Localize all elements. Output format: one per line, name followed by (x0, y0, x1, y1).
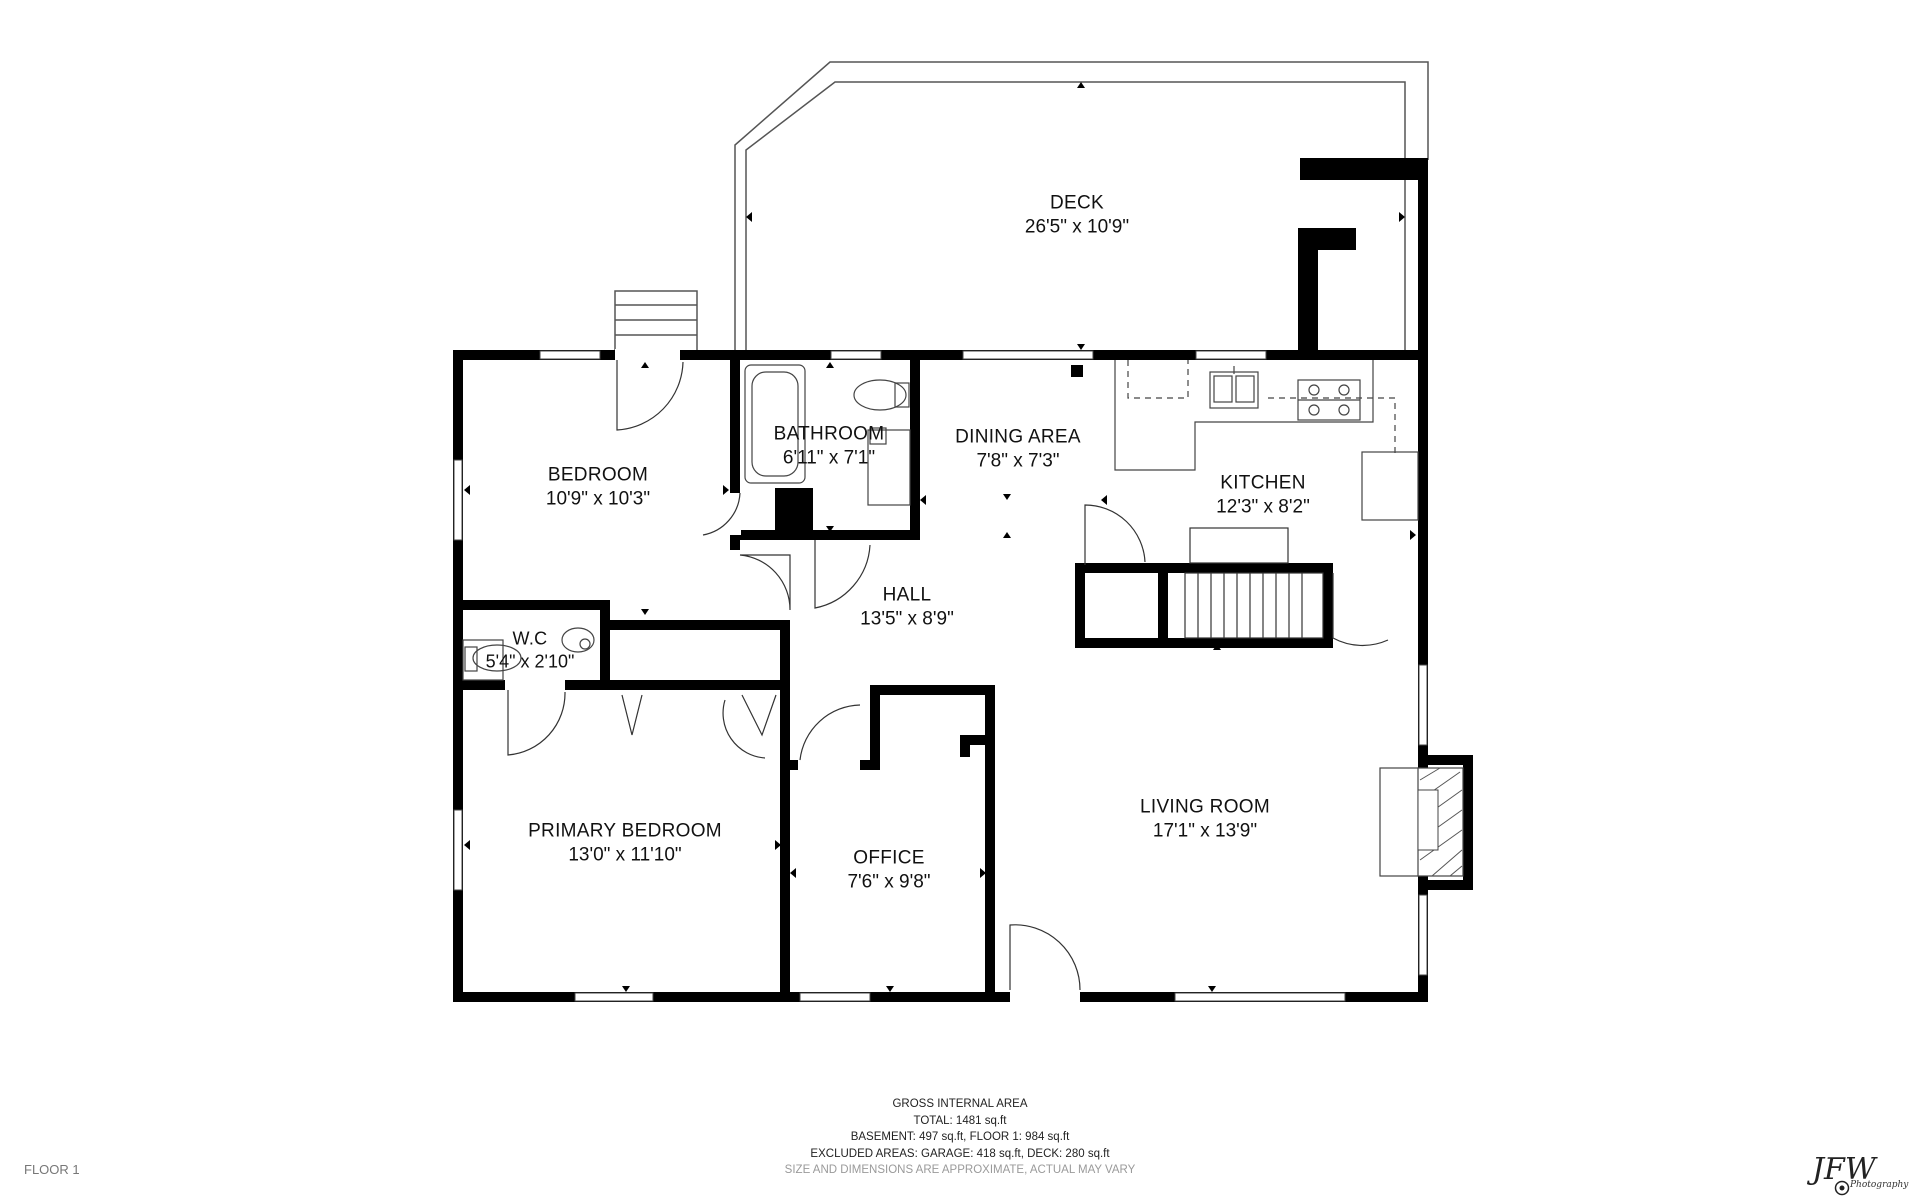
area-total: TOTAL: 1481 sq.ft (913, 1114, 1007, 1127)
room-label-living-room: LIVING ROOM 17'1" x 13'9" (1140, 795, 1270, 843)
room-name: LIVING ROOM (1140, 796, 1270, 818)
room-dimensions: 5'4" x 2'10" (485, 651, 575, 671)
room-label-office: OFFICE 7'6" x 9'8" (847, 846, 930, 894)
area-title: GROSS INTERNAL AREA (892, 1098, 1028, 1110)
bathroom-fixtures (744, 364, 911, 506)
room-label-dining-area: DINING AREA 7'8" x 7'3" (955, 425, 1081, 473)
room-dimensions: 7'6" x 9'8" (847, 871, 931, 892)
deck-stairs (614, 290, 698, 352)
door-swings (507, 360, 1389, 991)
room-dimensions: 10'9" x 10'3" (545, 488, 651, 509)
room-name: BEDROOM (547, 464, 649, 486)
camera-lens-icon (1834, 1180, 1850, 1196)
room-label-deck: DECK 26'5" x 10'9" (1025, 191, 1129, 239)
gross-internal-area-summary: GROSS INTERNAL AREA TOTAL: 1481 sq.ft BA… (785, 1096, 1136, 1179)
room-name: KITCHEN (1220, 472, 1306, 494)
room-name: DECK (1049, 192, 1104, 214)
room-dimensions: 6'11" x 7'1" (782, 447, 876, 468)
exterior-walls (453, 158, 1473, 1002)
room-label-wc: W.C 5'4" x 2'10" (486, 628, 575, 673)
room-name: HALL (882, 584, 932, 606)
staircase (1184, 527, 1324, 639)
room-dimensions: 17'1" x 13'9" (1152, 820, 1258, 841)
fireplace (1379, 767, 1464, 877)
room-name: OFFICE (853, 847, 925, 869)
kitchen-fixtures (1114, 360, 1419, 521)
room-name: DINING AREA (955, 426, 1081, 448)
room-label-primary-bedroom: PRIMARY BEDROOM 13'0" x 11'10" (528, 819, 722, 867)
room-dimensions: 13'0" x 11'10" (568, 844, 682, 865)
floor-label: FLOOR 1 (24, 1162, 80, 1177)
area-floors: BASEMENT: 497 sq.ft, FLOOR 1: 984 sq.ft (850, 1131, 1070, 1143)
room-label-bathroom: BATHROOM 6'11" x 7'1" (774, 422, 885, 470)
room-name: BATHROOM (773, 423, 885, 445)
room-dimensions: 26'5" x 10'9" (1024, 216, 1130, 237)
room-label-hall: HALL 13'5" x 8'9" (860, 583, 954, 631)
room-dimensions: 12'3" x 8'2" (1216, 496, 1310, 517)
area-disclaimer: SIZE AND DIMENSIONS ARE APPROXIMATE, ACT… (784, 1164, 1136, 1176)
area-excluded: EXCLUDED AREAS: GARAGE: 418 sq.ft, DECK:… (810, 1147, 1110, 1160)
logo-subtitle: Photography (1850, 1180, 1909, 1190)
interior-walls (453, 350, 1333, 1002)
room-dimensions: 7'8" x 7'3" (976, 450, 1060, 471)
room-dimensions: 13'5" x 8'9" (860, 608, 954, 629)
room-name: W.C (512, 628, 548, 649)
wc-fixtures (462, 627, 595, 681)
room-name: PRIMARY BEDROOM (528, 820, 722, 842)
windows (453, 350, 1428, 1002)
room-label-kitchen: KITCHEN 12'3" x 8'2" (1216, 471, 1310, 519)
dimension-markers (464, 82, 1416, 992)
room-label-bedroom: BEDROOM 10'9" x 10'3" (546, 463, 650, 511)
photographer-logo: JFW Photography (1804, 1152, 1916, 1198)
